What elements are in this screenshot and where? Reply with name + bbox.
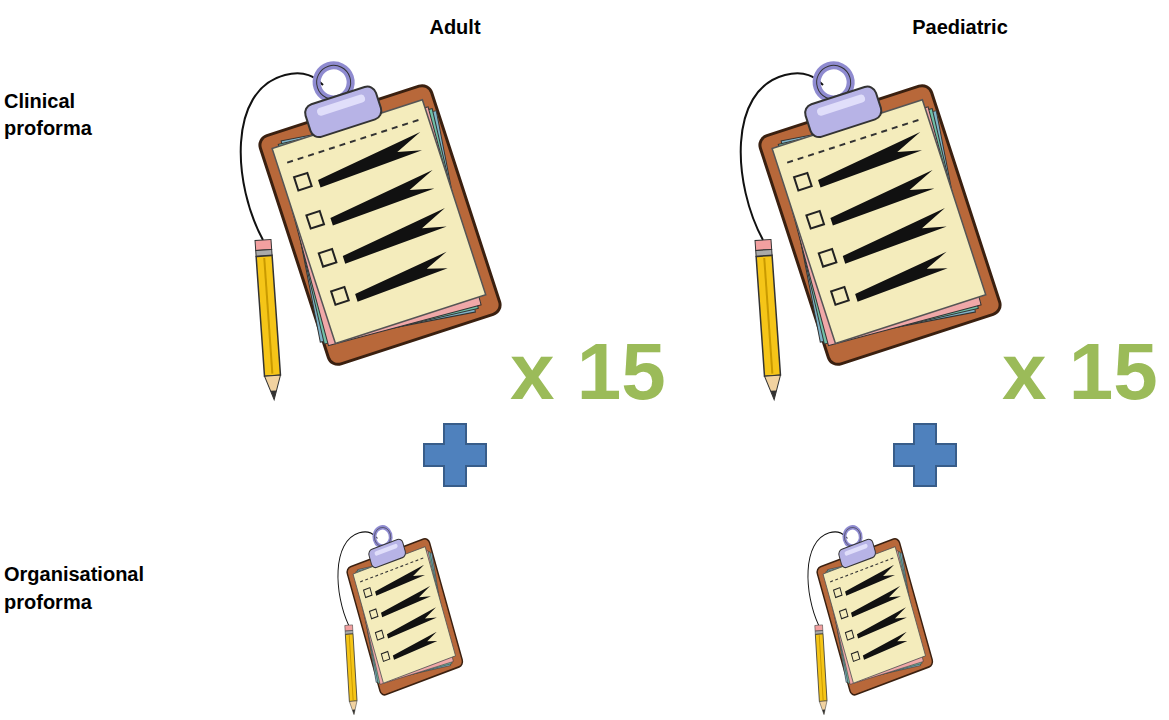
column-heading: Paediatric bbox=[912, 14, 1008, 40]
row-heading: Clinical proforma bbox=[4, 88, 124, 142]
plus-sign bbox=[424, 424, 486, 486]
multiplier-label: x 15 bbox=[510, 332, 666, 412]
row-heading: Organisational proforma bbox=[4, 560, 179, 616]
clipboard-icon bbox=[740, 38, 1003, 400]
plus-sign bbox=[894, 424, 956, 486]
multiplier-label: x 15 bbox=[1002, 332, 1158, 412]
clipboard-icon bbox=[808, 512, 934, 715]
clipboard-icon bbox=[240, 38, 503, 400]
column-heading: Adult bbox=[429, 14, 480, 40]
clipboard-icon bbox=[338, 512, 464, 715]
